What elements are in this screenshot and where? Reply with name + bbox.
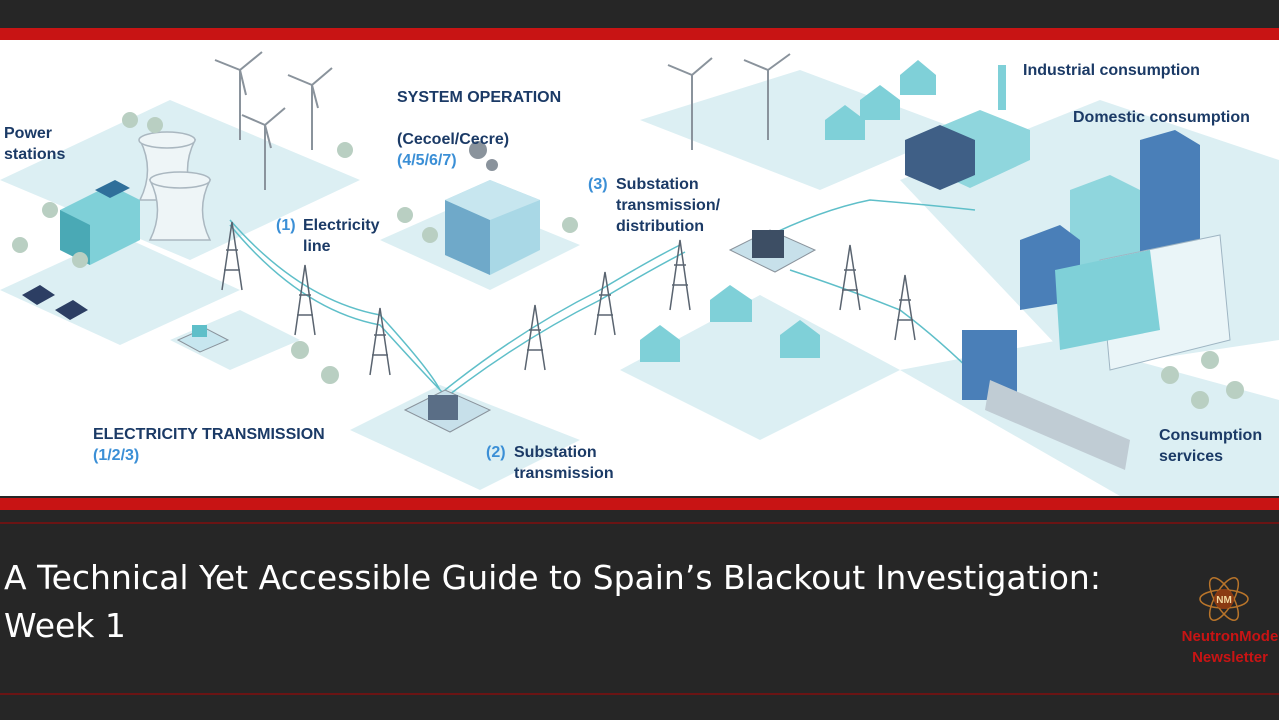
label-electricity-line-number: (1) <box>276 215 296 236</box>
label-system-operation-sub-b: (4/5/6/7) <box>397 152 457 169</box>
logo-monogram: NM <box>1216 595 1232 606</box>
divider-line-top <box>0 522 1279 524</box>
bottom-red-stripe <box>0 498 1279 510</box>
substation-distribution <box>730 230 815 272</box>
logo-line-2: Newsletter <box>1170 649 1279 666</box>
label-substation-transmission: Substation transmission <box>514 442 614 484</box>
label-substation-td-number: (3) <box>588 174 608 195</box>
label-substation-transmission-number: (2) <box>486 442 506 463</box>
label-power-stations: Power stations <box>4 123 65 165</box>
article-title: A Technical Yet Accessible Guide to Spai… <box>4 554 1184 650</box>
divider-line-bottom <box>0 693 1279 695</box>
label-industrial-consumption: Industrial consumption <box>1023 60 1200 81</box>
label-electricity-transmission: ELECTRICITY TRANSMISSION <box>93 424 325 445</box>
label-substation-td: Substation transmission/ distribution <box>616 174 720 237</box>
logo-line-1: NeutronMode <box>1170 628 1279 645</box>
label-system-operation-sub: (Cecoel/Cecre) (4/5/6/7) <box>397 108 509 171</box>
label-electricity-transmission-sub: (1/2/3) <box>93 445 139 466</box>
label-domestic-consumption: Domestic consumption <box>1073 107 1250 128</box>
top-bar <box>0 0 1279 28</box>
top-red-stripe <box>0 28 1279 40</box>
energy-grid-illustration: Power stations SYSTEM OPERATION (Cecoel/… <box>0 40 1279 496</box>
label-system-operation-sub-a: (Cecoel/Cecre) <box>397 131 509 148</box>
label-consumption-services: Consumption services <box>1159 425 1262 467</box>
label-system-operation: SYSTEM OPERATION <box>397 87 561 108</box>
label-electricity-line: Electricity line <box>303 215 379 257</box>
